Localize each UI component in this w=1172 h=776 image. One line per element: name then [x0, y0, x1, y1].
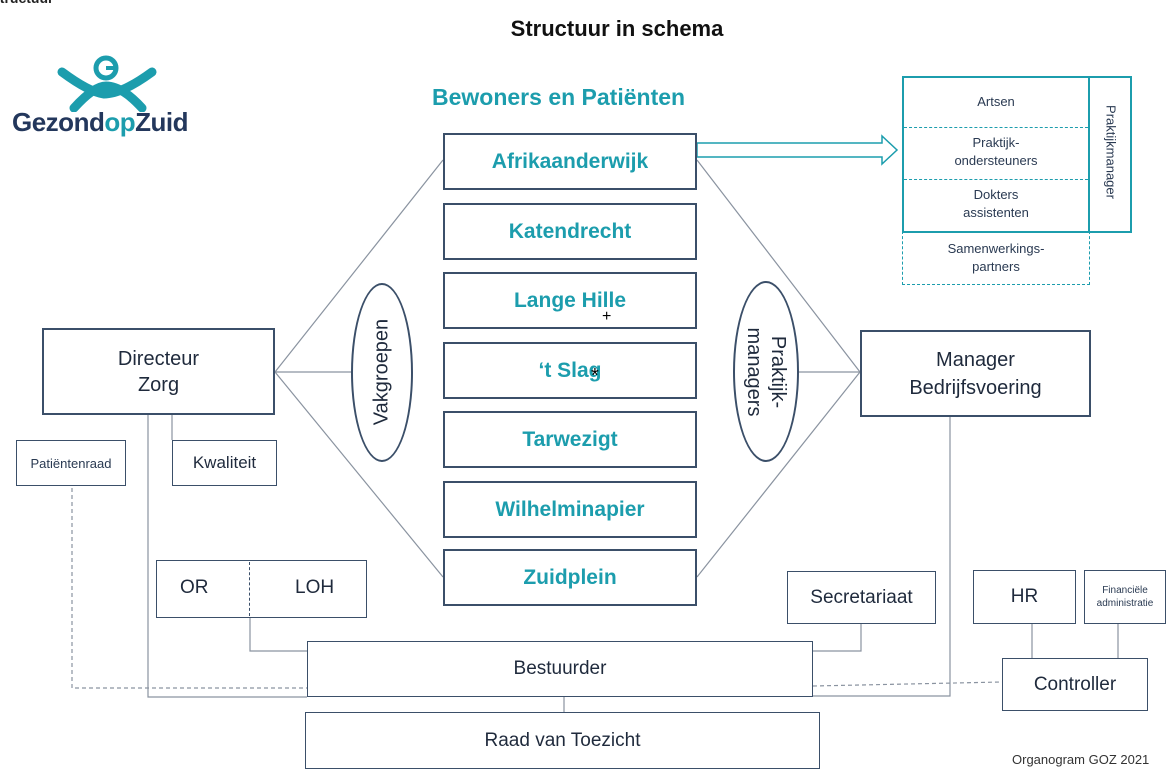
plus-mark: + — [602, 308, 612, 325]
practice-team-box — [902, 76, 1132, 233]
neighbourhood-katendrecht: Katendrecht — [443, 203, 697, 260]
neighbourhood-tarwezigt: Tarwezigt — [443, 411, 697, 468]
raad-van-toezicht-box: Raad van Toezicht — [305, 712, 820, 769]
loh-label: LOH — [295, 577, 335, 598]
manager-bedrijfsvoering-box: Manager Bedrijfsvoering — [860, 330, 1091, 417]
page-title: Structuur in schema — [510, 16, 724, 41]
neighbourhood-afrikaanderwijk: Afrikaanderwijk — [443, 133, 697, 190]
financiele-administratie-box: Financiële administratie — [1084, 570, 1166, 624]
logo: GezondopZuid — [12, 50, 202, 140]
praktijkmanager-label: Praktijkmanager — [1103, 105, 1119, 199]
logo-figure-icon — [57, 55, 157, 112]
team-praktijkondersteuners: Praktijk-ondersteuners — [954, 135, 1038, 168]
logo-text-op: op — [104, 107, 136, 137]
team-samenwerkingspartners: Samenwerkings-partners — [947, 241, 1045, 274]
cut-top-text: structuur — [0, 0, 53, 6]
bestuurder-box: Bestuurder — [307, 641, 813, 697]
team-dash-2 — [904, 179, 1088, 180]
or-loh-divider — [249, 562, 250, 616]
vakgroepen-label: Vakgroepen — [370, 318, 393, 426]
footer-caption: Organogram GOZ 2021 — [1012, 752, 1150, 767]
team-dash-1 — [904, 127, 1088, 128]
diagram-heading: Bewoners en Patiënten — [432, 84, 686, 110]
neighbourhood-t-slag: ‘t Slag — [443, 342, 697, 399]
secretariaat-box: Secretariaat — [787, 571, 936, 624]
praktijkmanagers-label: Praktijk- managers — [743, 327, 789, 417]
vakgroepen-oval — [351, 283, 413, 462]
neighbourhood-wilhelminapier: Wilhelminapier — [443, 481, 697, 538]
patientenraad-box: Patiëntenraad — [16, 440, 126, 486]
team-divider — [1088, 76, 1090, 233]
or-loh-box — [156, 560, 367, 618]
neighbourhood-lange-hille: Lange Hille — [443, 272, 697, 329]
or-label: OR — [180, 577, 209, 598]
controller-box: Controller — [1002, 658, 1148, 711]
star-mark: * — [591, 365, 599, 387]
logo-text-gezond: Gezond — [12, 107, 105, 137]
team-partners-box — [902, 231, 1090, 285]
praktijkmanagers-oval — [733, 281, 799, 462]
directeur-zorg-box: Directeur Zorg — [42, 328, 275, 415]
neighbourhood-zuidplein: Zuidplein — [443, 549, 697, 606]
hr-box: HR — [973, 570, 1076, 624]
team-artsen: Artsen — [977, 94, 1015, 109]
kwaliteit-box: Kwaliteit — [172, 440, 277, 486]
logo-text-zuid: Zuid — [135, 107, 188, 137]
